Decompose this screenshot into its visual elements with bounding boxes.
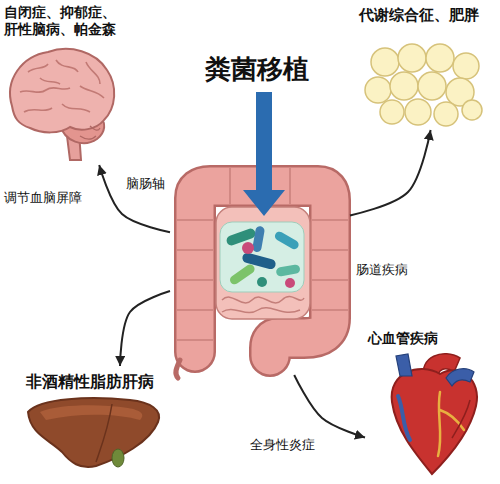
bacterium [273,230,300,251]
appendix [176,360,180,378]
bacterium [285,278,295,288]
intestine-node: 肠道疾病 [170,165,350,375]
pulmonary-artery [446,369,474,386]
fat-cell [371,48,399,76]
bacterium [275,264,300,277]
bacterium [228,263,256,286]
fat-cell [462,100,482,120]
colon-outline [195,186,330,356]
heart-shade [452,400,470,438]
intestine-illustration [176,168,348,378]
connector-arrow [99,165,170,232]
brain-node: 自闭症、抑郁症、肝性脑病、帕金森 [0,0,124,165]
liver-illustration [28,398,159,467]
node-label: 非酒精性脂肪肝病 [15,372,165,391]
heart-illustration [392,354,477,474]
fat-cell [380,100,404,124]
arrow-shaft [256,92,272,192]
bacteria-cluster [220,222,304,292]
node-label: 自闭症、抑郁症、肝性脑病、帕金森 [4,4,120,38]
diagram-title: 粪菌移植 [196,54,318,85]
heart [392,369,477,474]
gallbladder [112,449,124,467]
node-label: 肠道疾病 [356,262,408,278]
small-intestine [216,207,310,319]
connector-arrow [120,291,170,366]
fat-cell [418,72,446,100]
liver-ligament [96,404,112,462]
cerebellum-folds [80,126,100,139]
fat-cell [453,53,479,79]
node-label: 心血管疾病 [368,330,482,347]
colon [195,186,330,356]
connector-label: 脑肠轴 [124,176,167,192]
fat-cell [434,102,458,126]
liver-highlight [40,405,142,420]
brain-illustration [10,49,114,160]
brain-folds [20,60,104,112]
fat-cell [405,99,431,125]
fat-cells-illustration [365,44,482,126]
fat-cell [426,44,454,72]
colon-folds [177,168,348,340]
liver [28,398,159,467]
connector-arrow [350,130,431,215]
connector-label: 全身性炎症 [248,437,317,453]
fat-cell [390,72,418,100]
bacterium [242,242,254,254]
connector-arrow [294,375,365,438]
cerebrum [10,49,114,132]
small-intestine-loops [222,297,304,313]
fat-cell [398,44,426,72]
vena-cava [396,354,412,376]
fat-cell [365,77,391,103]
heart-vein [398,396,410,440]
transplant-arrow [243,92,285,216]
liver-node: 非酒精性脂肪肝病 [15,366,165,476]
bacterium [257,277,267,287]
arrow-head [243,190,285,216]
annotation-label: 调节血脑屏障 [4,190,82,206]
heart-node: 心血管疾病 [365,328,485,478]
node-label: 代谢综合征、肥胖 [359,6,487,24]
fat-node: 代谢综合征、肥胖 [355,0,490,130]
